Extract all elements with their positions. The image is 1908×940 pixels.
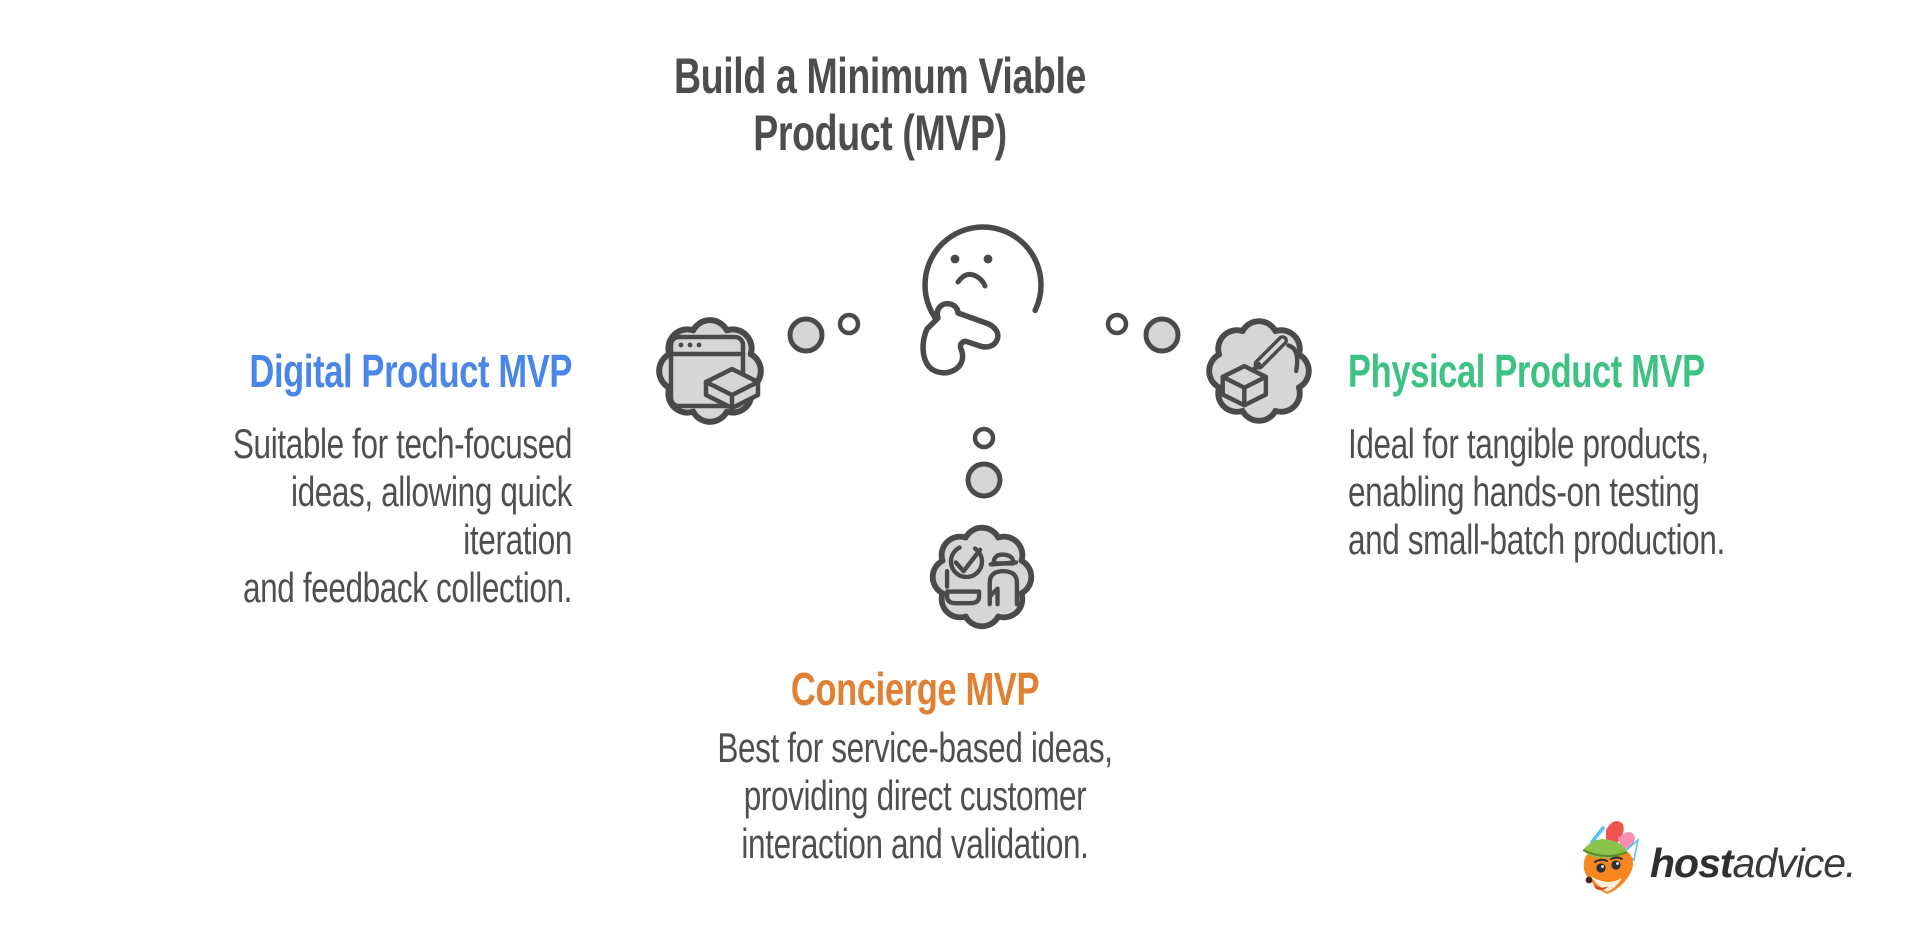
thinking-face-eye-left [950, 254, 960, 264]
thinking-face-icon [920, 224, 1044, 376]
physical-thought-bubble [1105, 312, 1312, 424]
concierge-desc-line3: interaction and validation. [741, 820, 1089, 867]
digital-desc-line1: Suitable for tech-focused [232, 420, 572, 467]
page-title-line2: Product (MVP) [753, 105, 1007, 161]
physical-desc-line1: Ideal for tangible products, [1348, 420, 1709, 467]
fox-nose [1585, 876, 1593, 884]
browser-window [668, 334, 746, 409]
cube-with-pen-icon [1220, 335, 1300, 408]
digital-heading: Digital Product MVP [249, 345, 572, 397]
fox-eye-left [1596, 863, 1606, 873]
fox-mouth [1593, 884, 1609, 890]
physical-desc-line3: and small-batch production. [1348, 516, 1725, 563]
fox-feather-blue [1590, 826, 1605, 844]
fox-mascot-logo [1582, 821, 1640, 894]
page-title: Build a Minimum Viable Product (MVP) [580, 48, 1180, 162]
thought-dot-large [787, 316, 825, 354]
digital-desc-line2: ideas, allowing quick iteration [290, 468, 572, 563]
fox-eye-right [1611, 860, 1621, 870]
digital-description: Suitable for tech-focused ideas, allowin… [188, 420, 572, 612]
physical-description: Ideal for tangible products, enabling ha… [1348, 420, 1753, 564]
concierge-thought-bubble [929, 426, 1035, 630]
thinking-face-mouth [955, 271, 988, 289]
concierge-desc-line1: Best for service-based ideas, [717, 724, 1113, 771]
physical-desc-line2: enabling hands-on testing [1348, 468, 1700, 515]
branch-digital: Digital Product MVP Suitable for tech-fo… [188, 346, 572, 612]
branch-physical: Physical Product MVP Ideal for tangible … [1348, 346, 1753, 564]
concierge-desc-line2: providing direct customer [743, 772, 1087, 819]
thought-dot-small [972, 426, 996, 450]
brand-wordmark-light: advice. [1732, 840, 1857, 886]
concierge-description: Best for service-based ideas, providing … [709, 724, 1122, 868]
thought-dot-large [965, 461, 1003, 499]
check-mark [953, 547, 983, 574]
check-circle [948, 543, 985, 580]
cube-icon [703, 366, 761, 411]
browser-window-cube-icon [668, 334, 761, 411]
thinking-face-hand [920, 300, 1001, 376]
thinking-face-eye-right [983, 254, 993, 264]
printer-arm [1286, 343, 1300, 374]
tray [944, 589, 982, 606]
physical-heading: Physical Product MVP [1348, 345, 1705, 397]
thought-dot-small [1105, 312, 1129, 336]
fox-brow [1594, 856, 1623, 863]
digital-thought-bubble [656, 312, 861, 425]
concierge-heading: Concierge MVP [790, 663, 1040, 715]
branch-concierge: Concierge MVP Best for service-based ide… [709, 664, 1122, 868]
thought-dot-large [1143, 316, 1181, 354]
digital-desc-line3: and feedback collection. [243, 564, 572, 611]
fox-muzzle [1590, 876, 1622, 892]
person-arm [988, 586, 1000, 607]
thought-dot-small [837, 312, 861, 336]
person-body [987, 568, 1020, 607]
brand-wordmark-bold: host [1650, 840, 1734, 886]
page-title-line1: Build a Minimum Viable [674, 48, 1086, 104]
concierge-service-icon [944, 543, 1020, 607]
brand-wordmark: hostadvice. [1650, 840, 1857, 886]
